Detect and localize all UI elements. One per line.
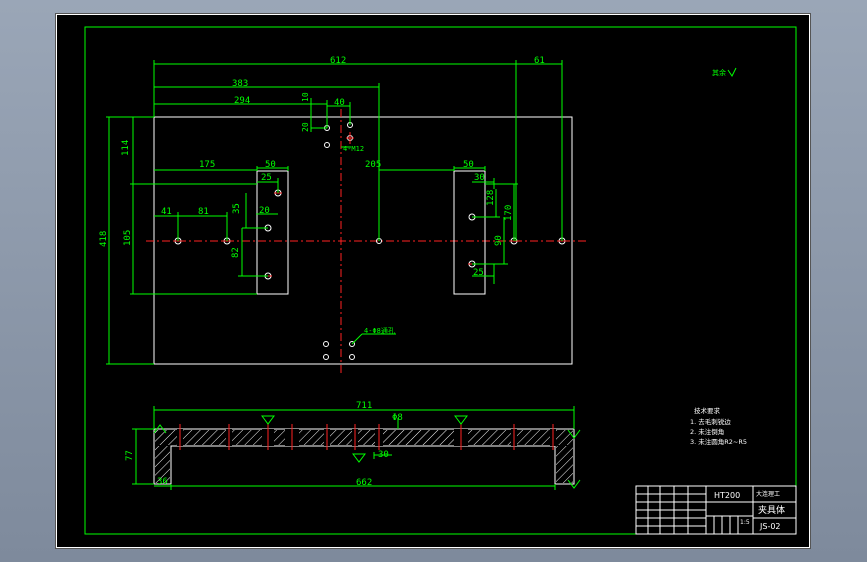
hole — [349, 354, 355, 360]
dim-90: 90 — [494, 235, 504, 246]
dim-662: 662 — [356, 478, 372, 488]
right-slot — [453, 170, 486, 295]
hole — [323, 354, 329, 360]
drawing-number: JS-02 — [759, 522, 781, 531]
section-view: 711 Φ8 30 77 36 662 — [125, 401, 581, 490]
left-slot — [256, 170, 289, 295]
note-1: 1. 去毛刺锐边 — [690, 417, 731, 426]
drawing-canvas: 612 61 383 294 40 10 20 4-M12 175 50 25 … — [56, 14, 810, 548]
dim-40: 40 — [334, 98, 345, 108]
tech-notes: 技术要求 1. 去毛刺锐边 2. 未注倒角 3. 未注圆角R2~R5 — [690, 406, 747, 446]
roughness-symbol — [727, 67, 737, 77]
note-2: 2. 未注倒角 — [690, 427, 724, 436]
dim-25-right: 25 — [473, 268, 484, 278]
dim-30-right: 30 — [474, 173, 485, 183]
dim-82: 82 — [231, 247, 241, 258]
company-label: 大连理工 — [756, 490, 780, 498]
hole — [324, 142, 330, 148]
dim-205: 205 — [365, 160, 381, 170]
dim-128: 128 — [486, 190, 496, 206]
dim-50-right: 50 — [463, 160, 474, 170]
dim-612: 612 — [330, 56, 346, 66]
dim-77: 77 — [125, 450, 135, 461]
drawing-sheet: 612 61 383 294 40 10 20 4-M12 175 50 25 … — [55, 13, 811, 549]
top-view: 612 61 383 294 40 10 20 4-M12 175 50 25 … — [99, 56, 737, 374]
dim-81: 81 — [198, 207, 209, 217]
dim-170: 170 — [504, 205, 514, 221]
dim-25-left: 25 — [261, 173, 272, 183]
hole — [323, 341, 329, 347]
dim-175: 175 — [199, 160, 215, 170]
dim-418: 418 — [99, 231, 109, 247]
dim-20-top: 20 — [301, 122, 310, 132]
dim-30-section: 30 — [378, 450, 389, 460]
roughness-note: 其余 — [712, 68, 726, 77]
inner-frame — [84, 26, 797, 535]
dim-36: 36 — [157, 477, 168, 487]
dim-20-left: 20 — [259, 206, 270, 216]
dim-383: 383 — [232, 79, 248, 89]
dim-114: 114 — [121, 140, 131, 156]
dim-105: 105 — [123, 230, 133, 246]
dim-35: 35 — [232, 203, 242, 214]
part-name: 夹具体 — [758, 504, 785, 516]
notes-title: 技术要求 — [694, 406, 721, 415]
scale-label: 1:5 — [740, 519, 750, 526]
material-label: HT200 — [714, 491, 740, 500]
dim-50-left: 50 — [265, 160, 276, 170]
dim-4-hole: 4-Φ8通孔 — [364, 326, 395, 335]
hole — [349, 341, 355, 347]
dim-711: 711 — [356, 401, 372, 411]
dim-4-m12: 4-M12 — [343, 145, 364, 153]
outer-frame — [56, 14, 810, 548]
dim-10: 10 — [301, 92, 310, 102]
dim-phi8: Φ8 — [392, 413, 403, 423]
note-3: 3. 未注圆角R2~R5 — [690, 437, 747, 446]
dim-61: 61 — [534, 56, 545, 66]
title-block: HT200 大连理工 夹具体 JS-02 1:5 — [635, 485, 797, 535]
dim-41: 41 — [161, 207, 172, 217]
dim-294: 294 — [234, 96, 250, 106]
